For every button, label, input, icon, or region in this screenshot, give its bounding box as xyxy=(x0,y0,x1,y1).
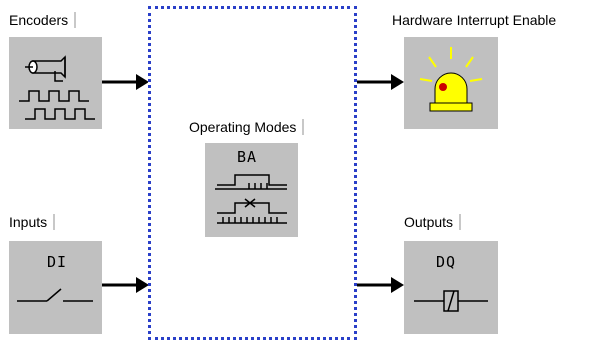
operating-modes-tile-text: BA xyxy=(237,148,258,166)
inputs-tile-text: DI xyxy=(47,253,68,271)
outputs-tile-text: DQ xyxy=(436,253,457,271)
outputs-label: Outputs xyxy=(404,213,462,231)
encoders-tile[interactable] xyxy=(9,37,102,129)
hardware-interrupt-arrow xyxy=(357,74,404,90)
operating-modes-tile[interactable]: BA xyxy=(205,143,298,237)
hardware-interrupt-tile[interactable] xyxy=(404,37,498,129)
operating-modes-label: Operating Modes xyxy=(189,118,305,136)
inputs-tile[interactable]: DI xyxy=(9,241,102,334)
alarm-beacon-icon xyxy=(419,47,483,112)
encoders-label: Encoders xyxy=(9,11,77,29)
encoder-icon xyxy=(19,55,95,120)
outputs-arrow xyxy=(357,277,404,293)
switch-contact-icon xyxy=(17,288,93,302)
encoders-arrow xyxy=(102,74,149,90)
inputs-label: Inputs xyxy=(9,213,56,231)
coil-icon xyxy=(414,290,488,312)
hardware-interrupt-label: Hardware Interrupt Enable xyxy=(392,12,557,28)
operating-modes-icon xyxy=(215,174,287,224)
outputs-tile[interactable]: DQ xyxy=(404,241,498,334)
inputs-arrow xyxy=(102,277,149,293)
